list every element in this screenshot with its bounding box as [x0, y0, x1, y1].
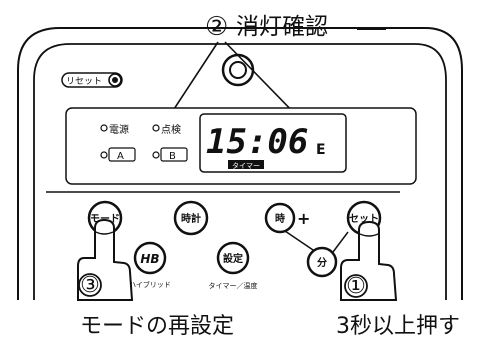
display-mode-badge-label: タイマー	[232, 161, 260, 170]
hybrid-sub-label: ハイブリッド	[129, 280, 171, 289]
indicator-a-label: A	[117, 151, 124, 162]
indicator-check: 点検	[152, 123, 181, 136]
hybrid-button[interactable]: HB ハイブリッド	[129, 241, 171, 289]
indicator-power-label: 電源	[109, 123, 129, 136]
caption-mode-reset: モードの再設定	[80, 314, 234, 339]
callout-label: 消灯確認	[236, 14, 328, 40]
indicator-lamp-hole	[221, 53, 255, 87]
step-3-marker: ③	[78, 273, 102, 298]
step-1-marker: ①	[344, 274, 368, 299]
display-tail: E	[316, 142, 326, 158]
hour-button-label: 時	[275, 212, 285, 225]
indicator-power: 電源	[100, 123, 129, 136]
step-1-number: ①	[346, 274, 366, 299]
hybrid-button-label: HB	[140, 252, 159, 266]
indicator-b: B	[152, 147, 188, 162]
setting-button-label: 設定	[223, 252, 243, 265]
minute-button-label: 分	[317, 256, 327, 269]
indicator-a: A	[100, 147, 136, 162]
reset-label: リセット	[66, 76, 102, 87]
device-housing	[17, 27, 463, 300]
setting-button[interactable]: 設定 タイマー／温度	[209, 241, 258, 290]
hour-plus-label: +	[297, 209, 310, 228]
indicator-b-label: B	[169, 151, 176, 162]
display-mode-badge	[228, 160, 264, 169]
minute-button[interactable]: 分	[306, 246, 338, 278]
step-3-number: ③	[80, 273, 100, 298]
hour-button[interactable]: 時	[264, 202, 296, 234]
display-time: 15:06	[206, 122, 308, 162]
caption-hold-3s: 3秒以上押す	[336, 314, 460, 339]
callout-number: ②	[205, 12, 228, 42]
indicator-check-label: 点検	[161, 123, 181, 136]
lcd-display: 15:06 E タイマー	[199, 113, 347, 173]
clock-button[interactable]: 時計	[173, 200, 209, 236]
clock-button-label: 時計	[181, 212, 201, 225]
reset-button[interactable]: リセット	[61, 72, 123, 88]
hour-minute-link-right	[332, 231, 349, 253]
setting-sub-label: タイマー／温度	[209, 281, 258, 290]
hour-minute-link-left	[284, 230, 317, 253]
